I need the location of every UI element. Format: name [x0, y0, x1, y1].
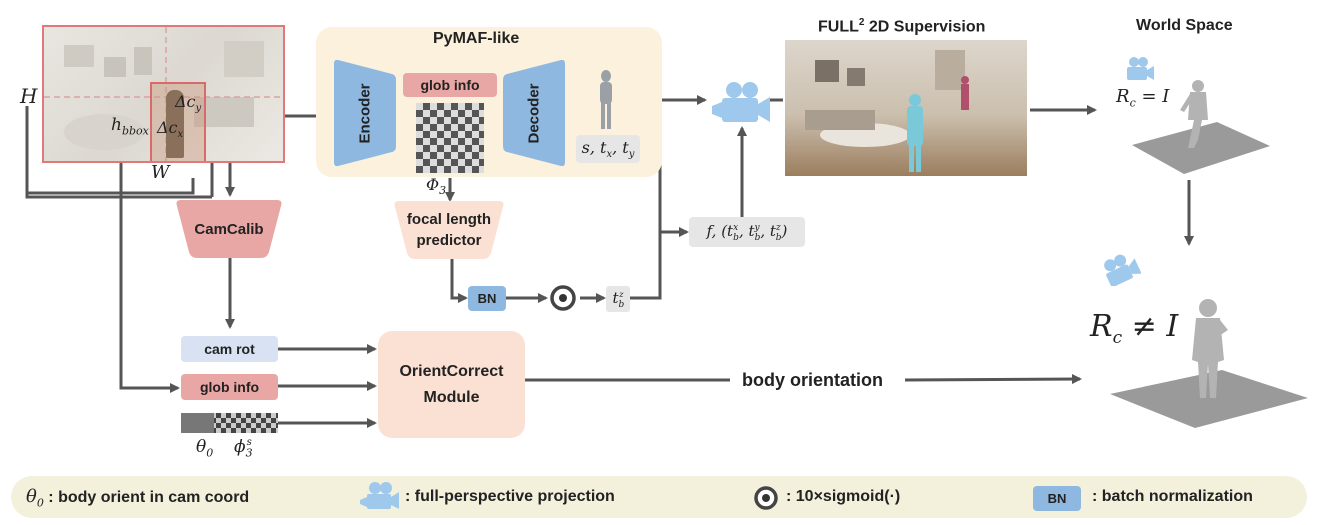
label-delta-cx: Δcx — [157, 118, 184, 141]
stxty-box: s, tx, ty — [576, 135, 640, 163]
legend-bn-box: BN — [1033, 486, 1081, 511]
bn-box: BN — [468, 286, 506, 311]
tbz-box: tbz — [606, 286, 630, 312]
legend-camera: : full-perspective projection — [405, 488, 615, 505]
legend-theta: θ0 : body orient in cam coord — [26, 486, 250, 510]
decoder-shape — [503, 60, 565, 166]
encoder-block: Encoder — [334, 60, 396, 166]
arrow-hbbox-to-globinfo — [119, 138, 180, 393]
glob-info-box: glob info — [403, 73, 497, 97]
world-space-title: World Space — [1136, 17, 1233, 34]
label-delta-cy: Δcy — [175, 92, 202, 115]
legend-sigmoid: : 10×sigmoid(·) — [786, 488, 901, 505]
input-image — [42, 25, 285, 163]
camera-icon-small — [1127, 57, 1154, 80]
room-scene — [805, 50, 969, 172]
arrow-orient-to-world — [904, 374, 1082, 385]
person-figure — [166, 90, 184, 158]
human-mesh-icon — [600, 70, 612, 129]
world-mesh-bottom — [1110, 299, 1308, 428]
rc-equals-i: Rc = I — [1116, 86, 1170, 110]
supervision-image — [785, 40, 1027, 176]
legend-bn: : batch normalization — [1092, 488, 1253, 505]
phi3s-label: ϕ3s — [234, 437, 253, 460]
pymaf-title: PyMAF-like — [433, 30, 520, 47]
theta0-label: θ0 — [196, 437, 214, 460]
encoder-label: Encoder — [356, 82, 374, 144]
legend-camera-icon — [360, 482, 399, 509]
line-h-bracket — [25, 106, 195, 195]
label-h-bbox: hbbox — [111, 115, 149, 138]
label-w: W — [151, 162, 170, 183]
glob-info-box-2: glob info — [181, 374, 278, 400]
rc-not-equals-i: Rc ≠ I — [1090, 309, 1179, 348]
phi3-label: Φ3 — [426, 175, 447, 198]
sigmoid-symbol — [550, 285, 576, 311]
world-mesh-top — [1132, 80, 1270, 174]
encoder-shape — [334, 60, 396, 166]
legend-bar — [11, 476, 1307, 518]
decoder-block: Decoder — [503, 60, 565, 166]
focal-shape — [394, 201, 504, 259]
feature-map — [416, 103, 484, 173]
decoder-label: Decoder — [525, 82, 543, 144]
camera-icon — [712, 82, 770, 122]
label-h: H — [20, 84, 38, 108]
body-orientation-label: body orientation — [742, 370, 883, 390]
theta-feature-bar — [181, 413, 278, 433]
arrow-focal-to-bn — [450, 258, 468, 303]
camcalib-shape — [176, 200, 282, 258]
camera-icon-tilted — [1104, 254, 1141, 286]
bbox-crop — [150, 82, 206, 161]
line-w-bracket — [25, 193, 212, 199]
cam-rot-box: cam rot — [181, 336, 278, 362]
legend-sigmoid-icon — [754, 486, 778, 510]
full2d-title: FULL2 2D Supervision — [818, 17, 986, 36]
f-params-box: f, (txb, tyb, tzb) — [689, 217, 805, 247]
camcalib-block: CamCalib — [194, 220, 264, 238]
